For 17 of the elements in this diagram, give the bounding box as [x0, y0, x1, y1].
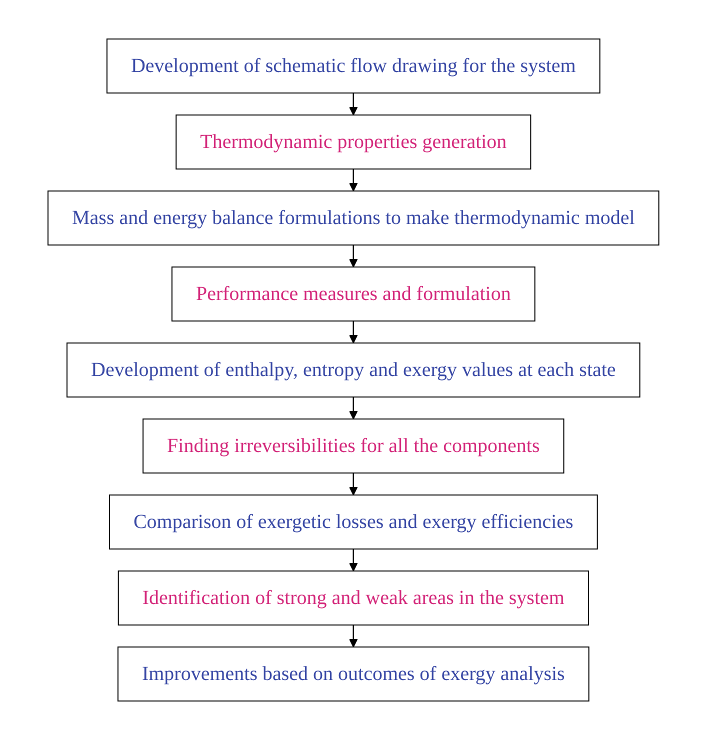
node-box: Comparison of exergetic losses and exergy efficiencies — [108, 494, 598, 550]
arrow — [348, 473, 358, 496]
arrow — [348, 169, 358, 192]
arrow — [348, 397, 358, 420]
arrow — [348, 245, 358, 268]
node-box: Identification of strong and weak areas in the system — [117, 570, 589, 626]
node-box: Thermodynamic properties generation — [175, 114, 531, 170]
node-box: Finding irreversibilities for all the components — [142, 418, 564, 474]
node-box: Development of enthalpy, entropy and exergy values at each state — [66, 342, 640, 398]
node-box: Development of schematic flow drawing for the system — [106, 38, 600, 94]
arrow — [348, 625, 358, 648]
node-box: Performance measures and formulation — [171, 266, 535, 322]
arrow — [348, 93, 358, 116]
arrow — [348, 321, 358, 344]
node-box: Improvements based on outcomes of exergy analysis — [117, 646, 589, 702]
arrow — [348, 549, 358, 572]
node-box: Mass and energy balance formulations to make thermodynamic model — [47, 190, 659, 246]
